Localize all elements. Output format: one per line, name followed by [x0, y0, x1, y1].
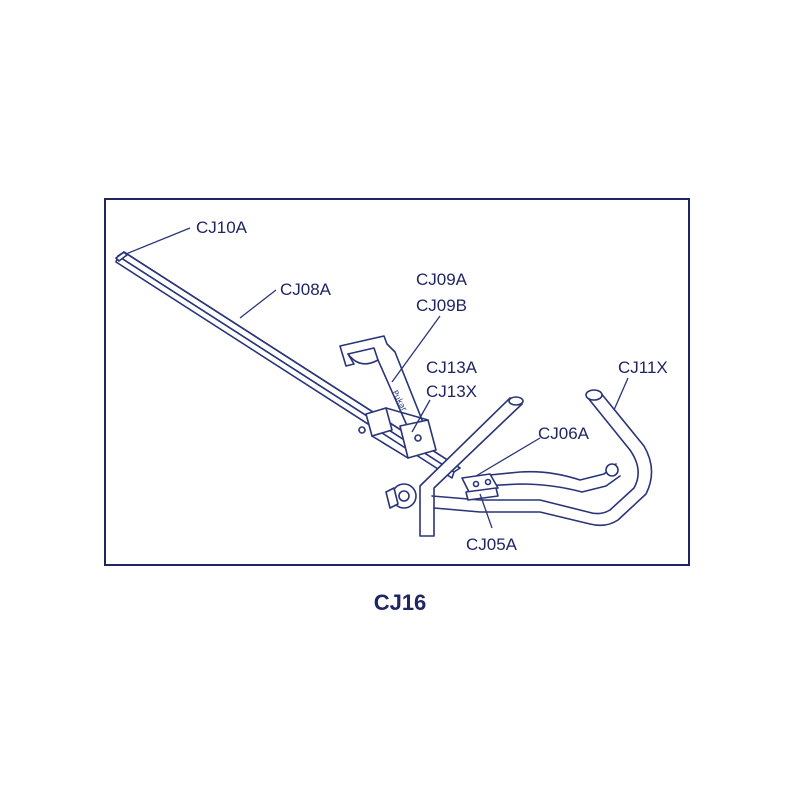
- diagram-caption: CJ16: [373, 590, 427, 615]
- label-cj13a: CJ13A: [426, 358, 478, 377]
- frame-part: [431, 389, 653, 527]
- upright-tube-part: [419, 396, 524, 537]
- leader-cj08a: [239, 289, 277, 319]
- clamp-part: [461, 473, 499, 501]
- label-cj13x: CJ13X: [426, 382, 477, 401]
- label-cj09b: CJ09B: [416, 296, 467, 315]
- leader-cj05a: [479, 493, 493, 529]
- leader-cj11x: [613, 377, 629, 411]
- diagram-frame: [104, 198, 690, 566]
- leader-cj09: [391, 315, 441, 383]
- bracket-part: [358, 407, 437, 459]
- leader-cj10a: [125, 227, 191, 255]
- label-cj10a: CJ10A: [196, 218, 248, 237]
- hitch-knob-part: [385, 483, 417, 509]
- label-cj06a: CJ06A: [538, 424, 590, 443]
- leader-cj13: [411, 399, 431, 433]
- label-cj05a: CJ05A: [466, 535, 518, 554]
- leader-cj06a: [475, 437, 541, 477]
- label-cj09a: CJ09A: [416, 270, 468, 289]
- label-cj11x: CJ11X: [618, 358, 668, 377]
- end-cap-part: [115, 251, 128, 262]
- label-cj08a: CJ08A: [280, 280, 332, 299]
